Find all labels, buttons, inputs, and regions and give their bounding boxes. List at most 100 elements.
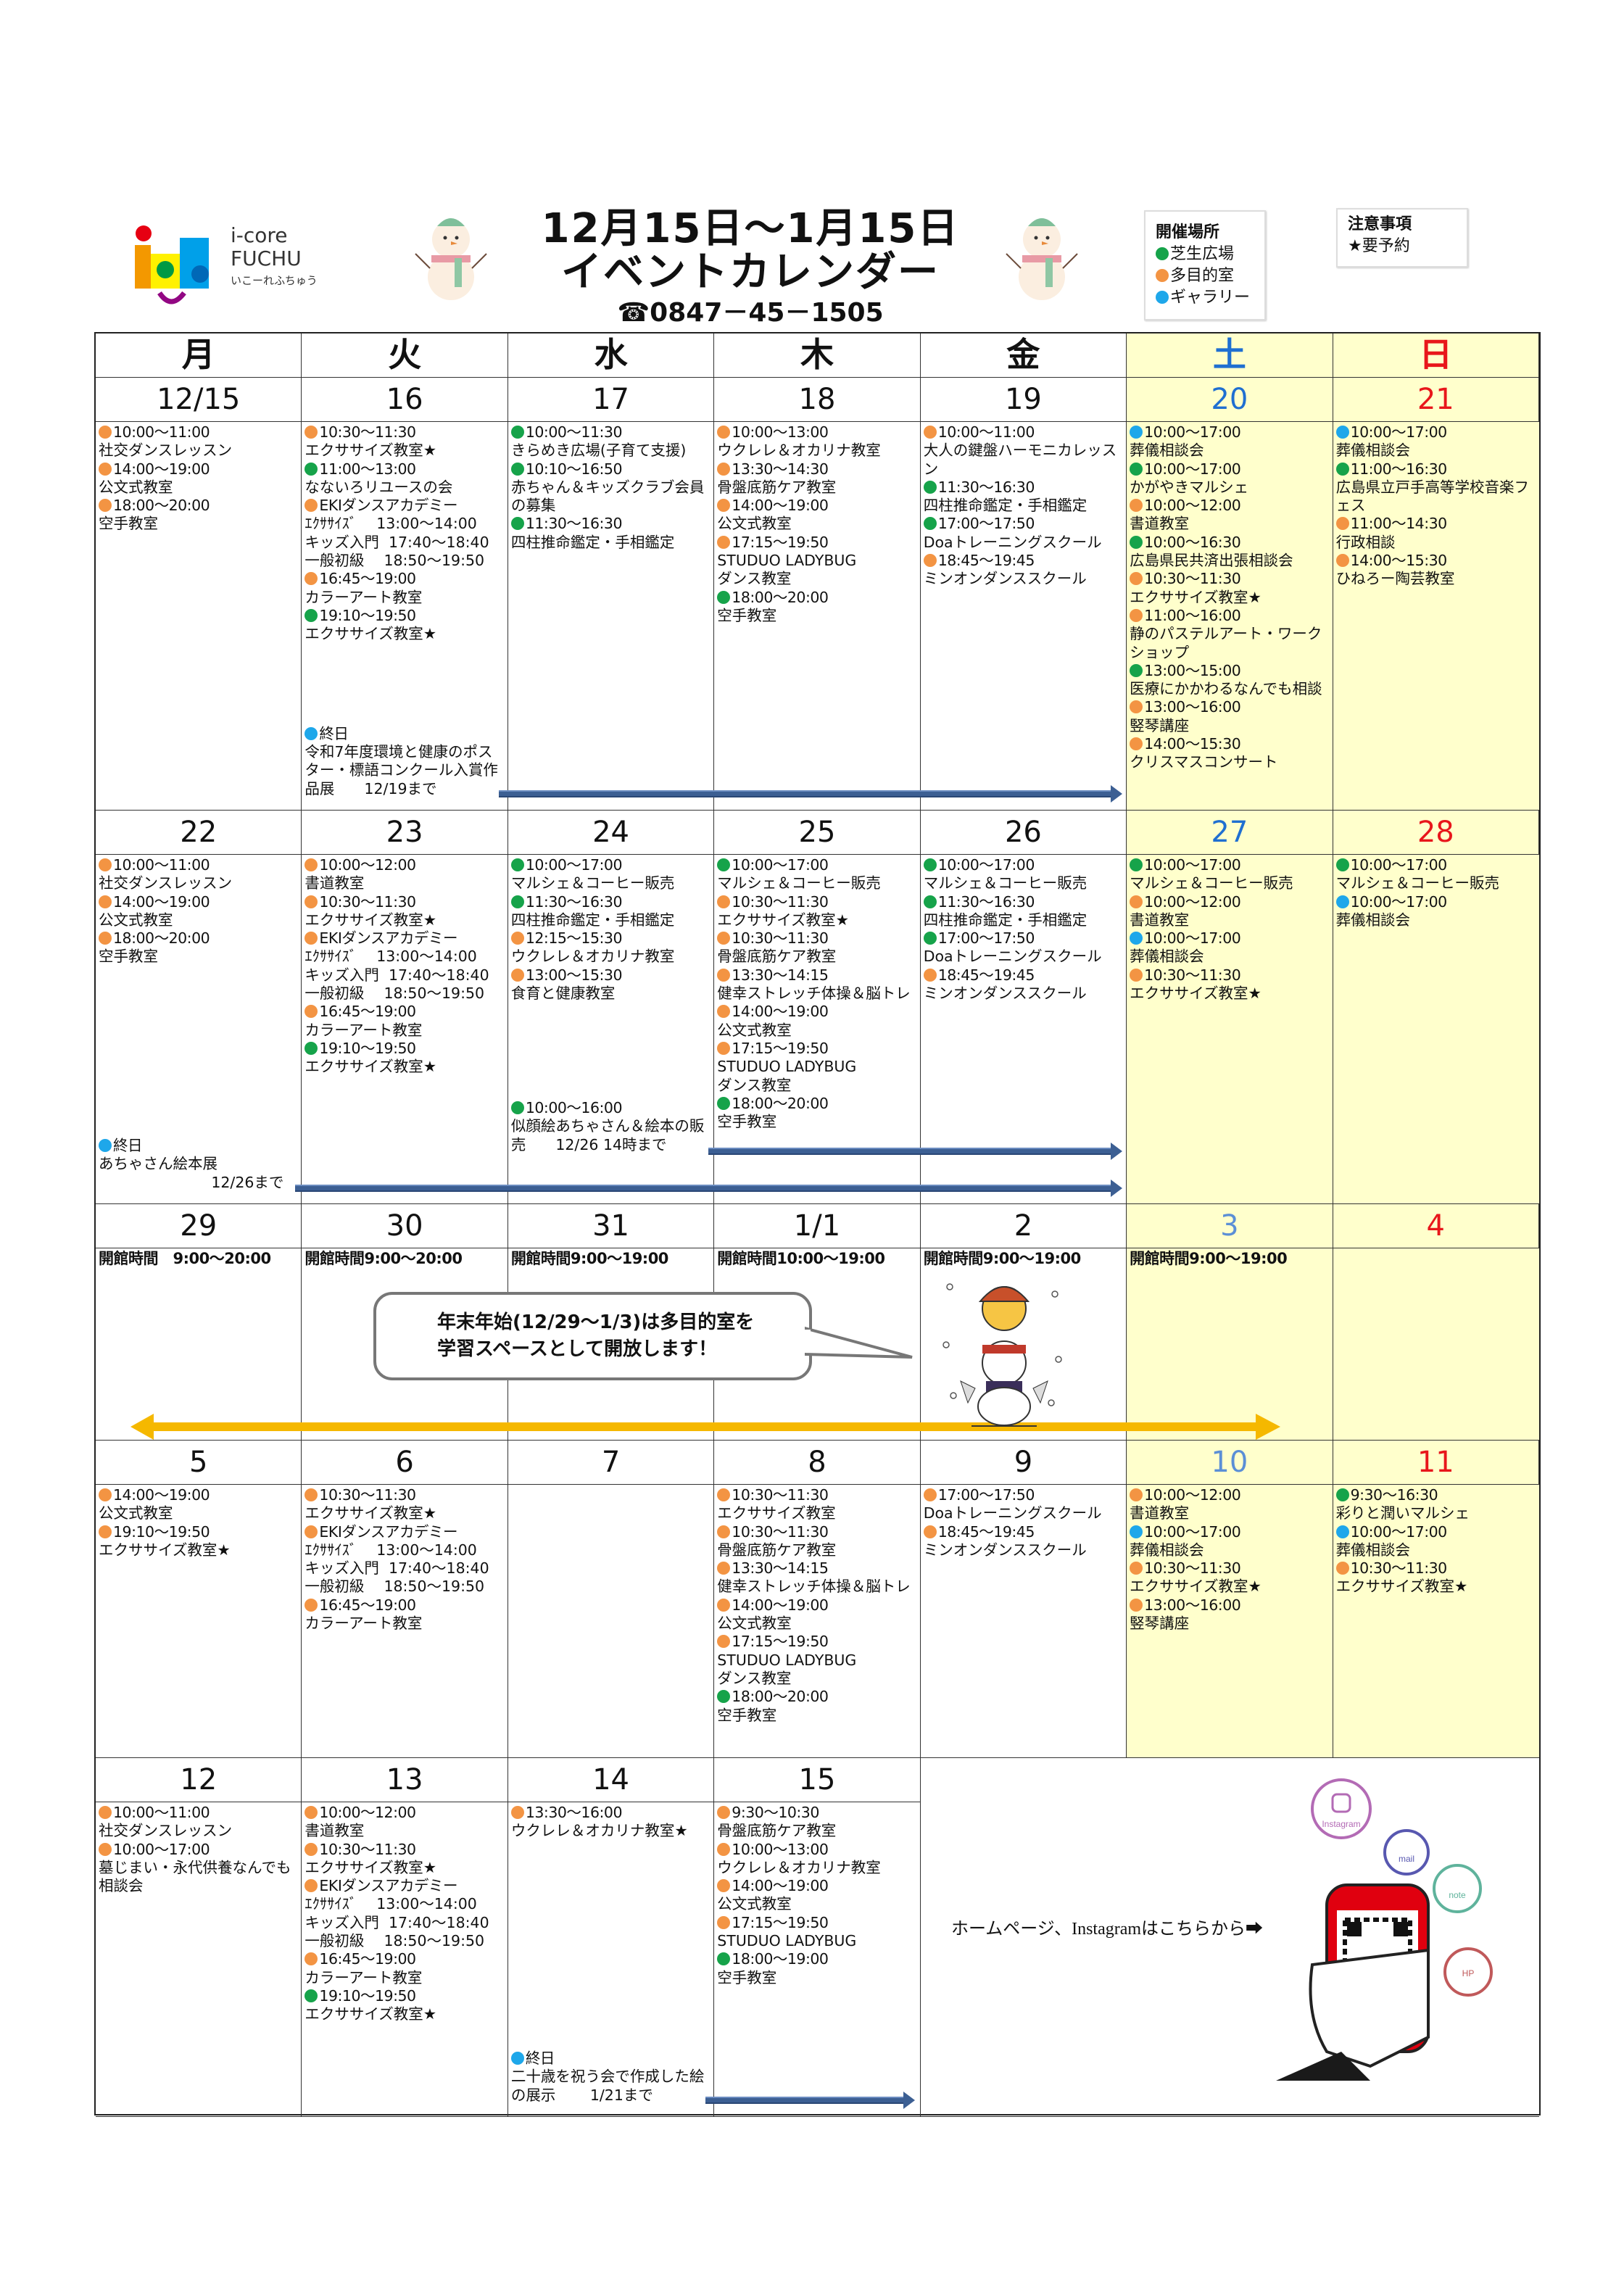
all-day-event[interactable]: 終日令和7年度環境と健康のポスター・標語コンクール入賞作品展 12/19まで (304, 725, 504, 798)
event-time: 11:00～14:30 (1335, 515, 1536, 533)
all-day-event[interactable]: 終日二十歳を祝う会で作成した絵の展示 1/21まで (510, 2050, 710, 2105)
